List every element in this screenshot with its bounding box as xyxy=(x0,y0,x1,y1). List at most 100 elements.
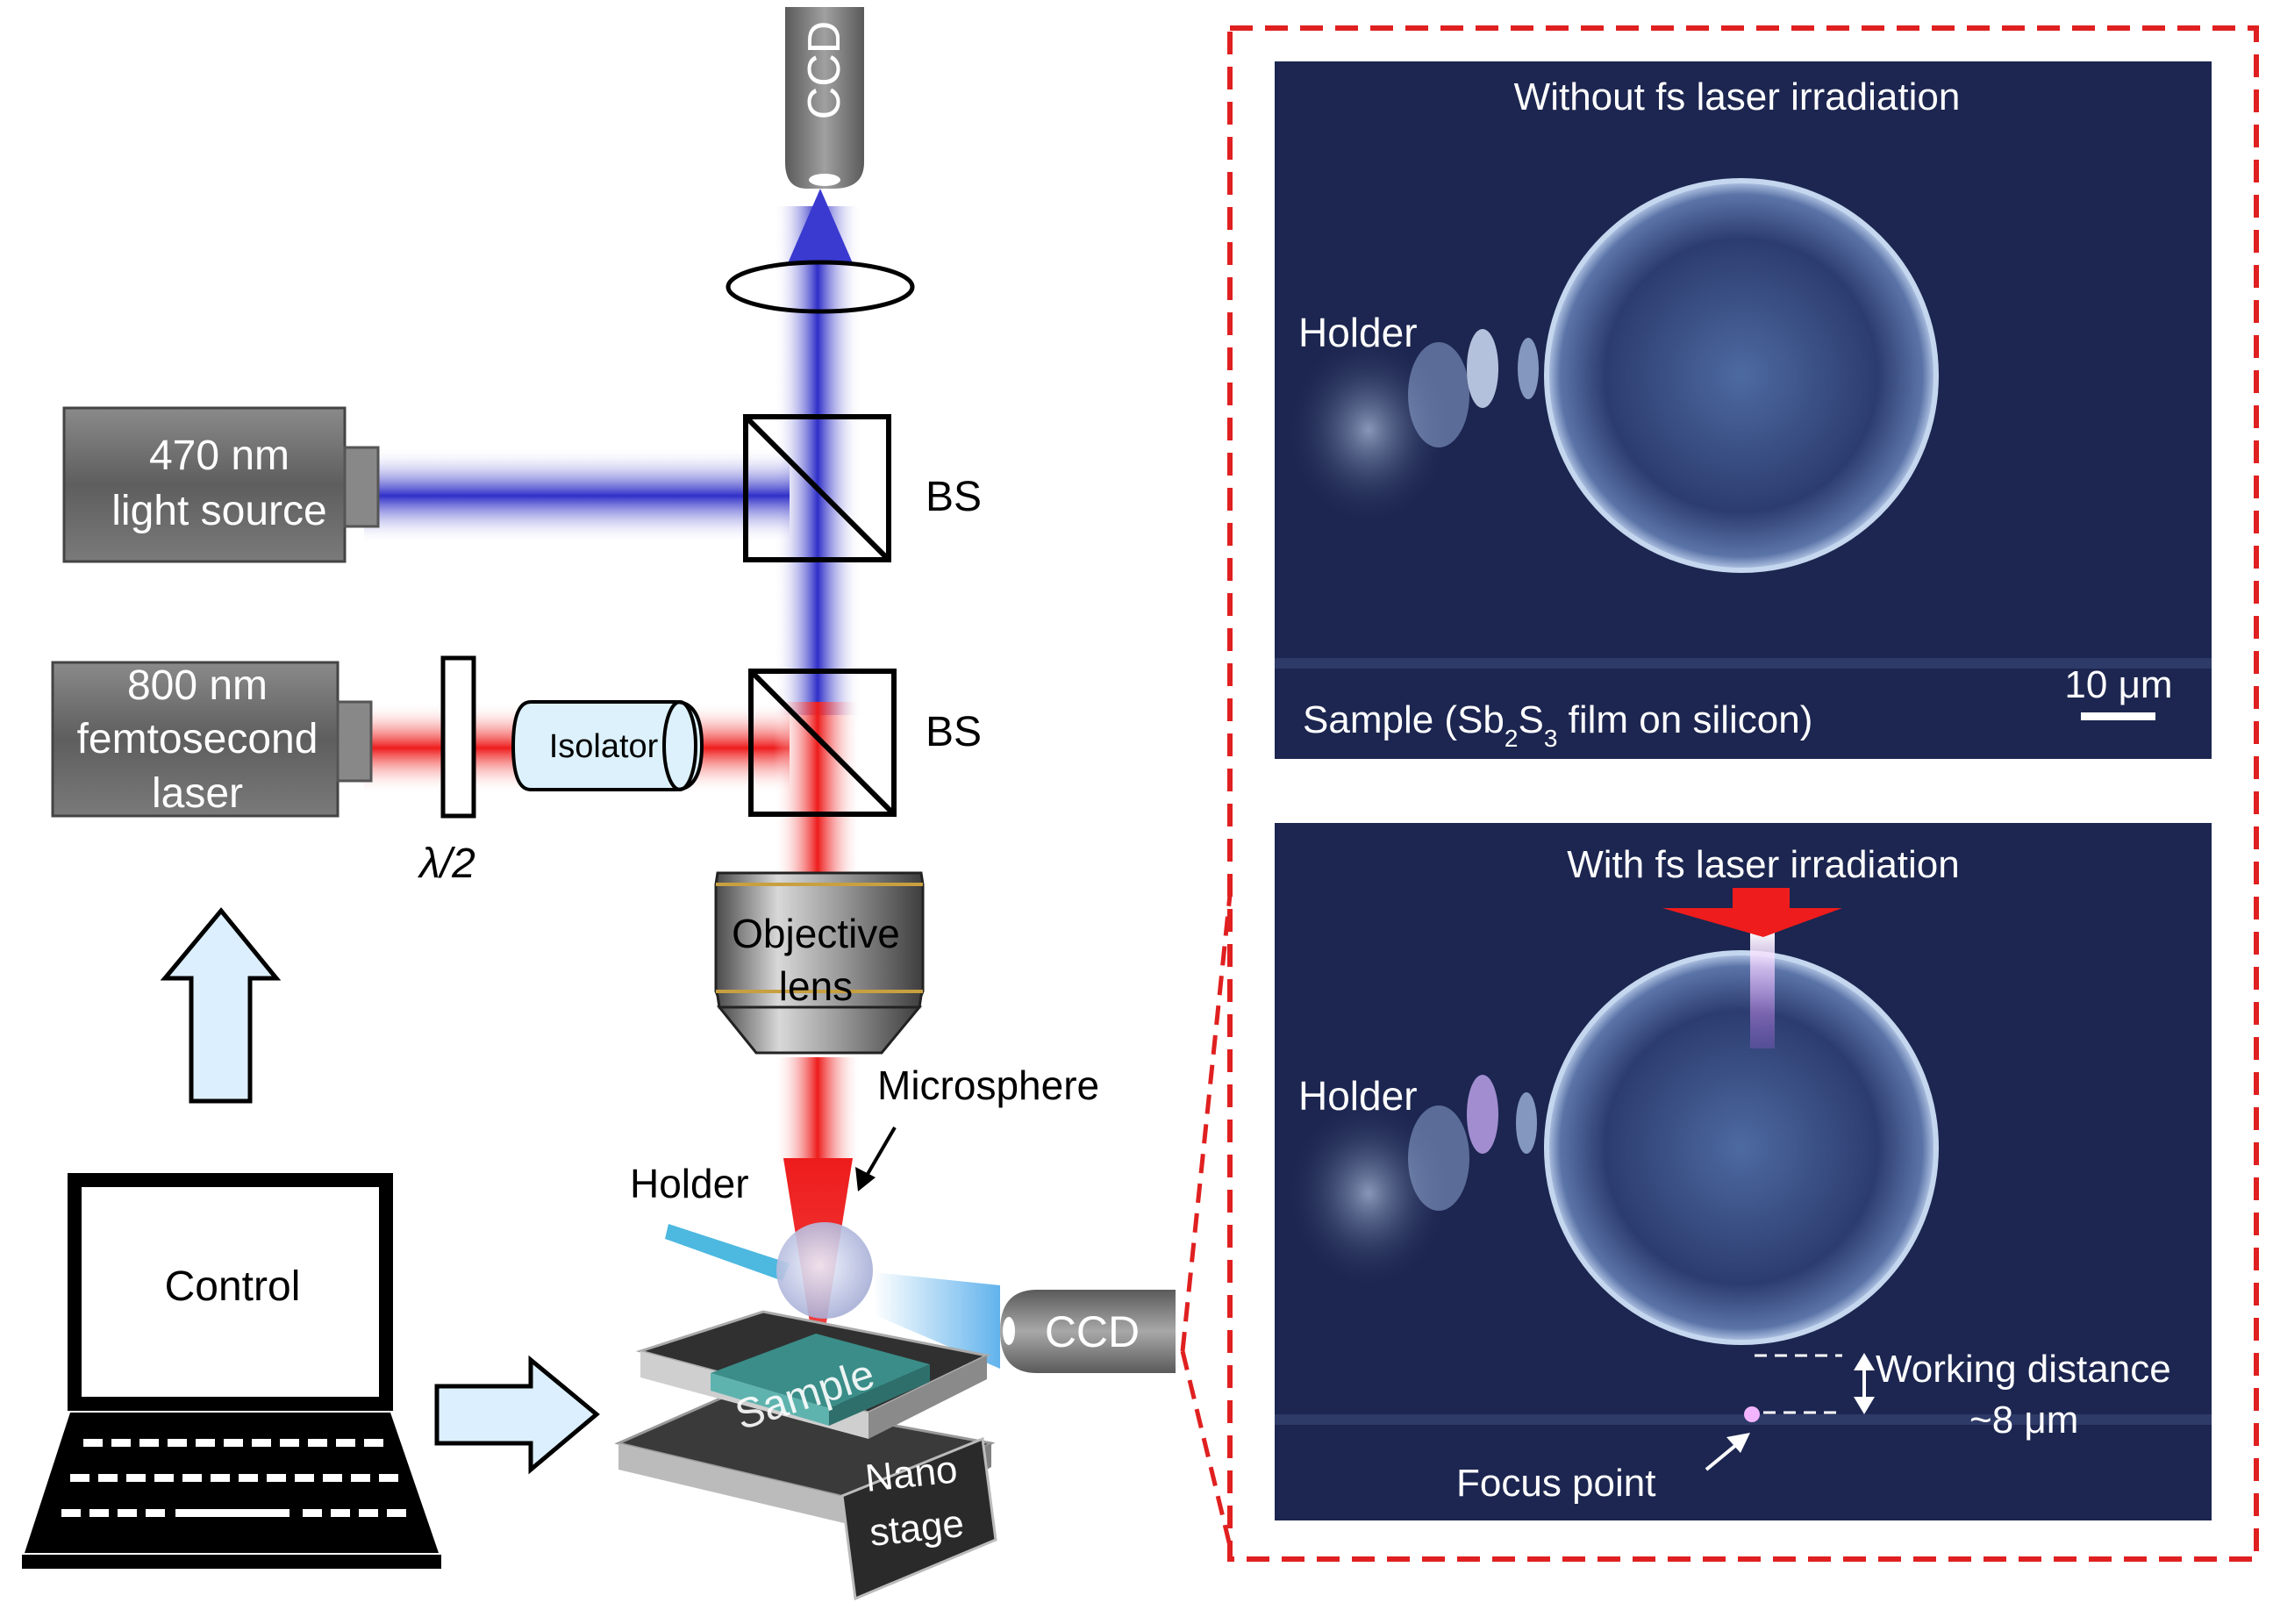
side-ccd-light-cone xyxy=(873,1272,1000,1369)
microsphere-arrowhead xyxy=(855,1167,876,1191)
keyboard-key xyxy=(211,1474,230,1482)
keyboard-key xyxy=(323,1474,342,1482)
top-panel-holder: Holder xyxy=(1298,310,1418,355)
scale-bar-label: 10 μm xyxy=(2064,663,2172,706)
keyboard-key xyxy=(146,1509,165,1517)
keyboard-key xyxy=(295,1474,314,1482)
top-ccd: CCD xyxy=(785,7,864,189)
microsphere-image-bottom xyxy=(1544,950,1939,1345)
microsphere-arrow xyxy=(862,1126,897,1182)
working-distance-arrowhead-down xyxy=(1854,1397,1875,1414)
keyboard-key xyxy=(98,1474,118,1482)
keyboard-key xyxy=(89,1509,109,1517)
nano-line2: stage xyxy=(868,1502,966,1555)
keyboard-key xyxy=(267,1474,286,1482)
keyboard-key xyxy=(308,1439,327,1447)
keyboard-key xyxy=(70,1474,89,1482)
control-label: Control xyxy=(165,1263,301,1310)
microsphere-image-top xyxy=(1544,178,1939,573)
isolator-label: Isolator xyxy=(549,728,659,765)
lens xyxy=(726,260,915,314)
scale-bar xyxy=(2081,712,2155,720)
bs-bottom-label: BS xyxy=(926,709,982,755)
laser-line1: 800 nm xyxy=(127,662,268,709)
laser-incidence-arrow xyxy=(1662,908,1842,937)
holder-scatter-top xyxy=(1285,329,1539,526)
beam-splitter-bottom xyxy=(748,669,897,817)
keyboard-key xyxy=(303,1509,322,1517)
keyboard-key xyxy=(280,1439,299,1447)
side-ccd-label: CCD xyxy=(1045,1307,1140,1356)
nano-line1: Nano xyxy=(863,1448,960,1500)
holder-label: Holder xyxy=(630,1161,749,1206)
zoom-border xyxy=(1227,25,2259,1562)
bottom-panel-title: With fs laser irradiation xyxy=(1567,843,1959,886)
laser-incidence-stem xyxy=(1733,888,1790,914)
femtosecond-laser: 800 nm femtosecond laser xyxy=(51,661,373,818)
keyboard-key xyxy=(83,1439,103,1447)
keyboard-key xyxy=(351,1474,370,1482)
keyboard-key xyxy=(182,1474,202,1482)
bs-top-label: BS xyxy=(926,474,982,520)
working-distance-line2: ~8 μm xyxy=(1969,1399,2078,1442)
microsphere xyxy=(776,1222,873,1319)
half-wave-label: λ/2 xyxy=(417,841,475,887)
microsphere-label: Microsphere xyxy=(877,1062,1099,1108)
keyboard-key xyxy=(139,1439,159,1447)
half-wave-plate xyxy=(440,655,476,819)
holder-rod xyxy=(665,1224,790,1281)
side-ccd: CCD xyxy=(1000,1290,1176,1373)
light-source-470-line1: 470 nm xyxy=(149,433,289,479)
red-beam-lower xyxy=(774,1057,861,1163)
focus-point-marker xyxy=(1744,1406,1760,1422)
panel-without-irradiation: Without fs laser irradiation Holder Samp… xyxy=(1275,61,2212,759)
keyboard-key xyxy=(61,1509,81,1517)
isolator: Isolator xyxy=(511,700,704,791)
keyboard-key xyxy=(379,1474,398,1482)
laser-line2: femtosecond xyxy=(77,716,318,762)
red-beam-vertical xyxy=(774,702,861,882)
laser-spark xyxy=(1750,930,1775,1048)
top-ccd-label: CCD xyxy=(799,21,850,120)
light-source-470-line2: light source xyxy=(111,488,326,534)
top-panel-title: Without fs laser irradiation xyxy=(1514,75,1961,118)
keyboard-key xyxy=(118,1509,137,1517)
blue-beam-arrowhead xyxy=(788,189,853,263)
keyboard-key xyxy=(359,1509,378,1517)
keyboard xyxy=(61,1439,406,1517)
objective-lens: Objective lens xyxy=(714,871,925,1055)
keyboard-spacebar xyxy=(175,1509,289,1517)
top-panel-sample: Sample (Sb2S3 film on silicon) xyxy=(1303,698,1812,752)
keyboard-key xyxy=(387,1509,406,1517)
zoom-line-top xyxy=(1180,894,1233,1352)
light-source-470: 470 nm light source xyxy=(62,406,380,563)
keyboard-key xyxy=(336,1439,355,1447)
keyboard-key xyxy=(331,1509,350,1517)
working-distance-line1: Working distance xyxy=(1876,1348,2171,1391)
laser-line3: laser xyxy=(152,770,243,817)
up-arrow xyxy=(160,907,282,1104)
keyboard-key xyxy=(126,1474,146,1482)
bottom-panel-holder: Holder xyxy=(1298,1073,1418,1119)
keyboard-key xyxy=(239,1474,258,1482)
keyboard-key xyxy=(196,1439,215,1447)
working-distance-arrowhead-up xyxy=(1854,1353,1875,1370)
keyboard-key xyxy=(224,1439,243,1447)
laptop-control: Control xyxy=(22,1173,441,1569)
focus-point-label: Focus point xyxy=(1456,1462,1655,1505)
focus-point-arrowhead xyxy=(1726,1433,1750,1453)
blue-beam-horizontal xyxy=(364,447,790,544)
objective-line2: lens xyxy=(779,963,853,1009)
keyboard-key xyxy=(168,1439,187,1447)
panel-with-irradiation: With fs laser irradiation Holder Working… xyxy=(1275,823,2212,1520)
keyboard-key xyxy=(154,1474,174,1482)
right-arrow xyxy=(434,1355,600,1475)
holder-scatter-bottom xyxy=(1285,1075,1537,1290)
keyboard-key xyxy=(111,1439,131,1447)
objective-line1: Objective xyxy=(732,911,900,956)
zoom-line-bottom xyxy=(1180,1350,1233,1547)
keyboard-key xyxy=(364,1439,383,1447)
beam-splitter-top xyxy=(743,414,891,562)
